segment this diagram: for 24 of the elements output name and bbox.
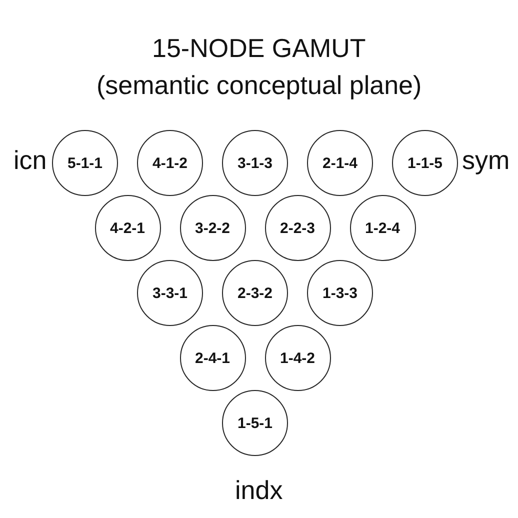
node-circle xyxy=(180,195,246,261)
node-label: 2-1-4 xyxy=(322,154,358,172)
diagram-title: 15-NODE GAMUT xyxy=(152,32,366,64)
node-label: 2-3-2 xyxy=(237,284,273,302)
node-label: 1-5-1 xyxy=(237,414,273,432)
node-circle xyxy=(180,325,246,391)
node-label: 3-2-2 xyxy=(194,220,230,236)
node-label: 1-2-4 xyxy=(364,220,400,236)
node-label: 4-1-2 xyxy=(152,154,188,172)
node-label: 3-1-3 xyxy=(237,154,273,172)
corner-label: sym xyxy=(462,144,510,176)
subtitle: (semantic conceptual plane) xyxy=(96,70,422,100)
node-label: 5-1-1 xyxy=(67,154,103,172)
corner-label: indx xyxy=(235,474,283,506)
node-circle xyxy=(264,195,330,261)
node-label: 1-1-5 xyxy=(407,154,443,172)
corner-label: icn xyxy=(14,144,47,176)
node-circle xyxy=(94,195,160,261)
node-label: 3-3-1 xyxy=(152,284,188,302)
node-label: 2-4-1 xyxy=(194,350,230,366)
node-label: 4-2-1 xyxy=(110,220,146,236)
node-label: 1-4-2 xyxy=(280,350,316,366)
node-label: 1-3-3 xyxy=(322,284,358,302)
node-label: 2-2-3 xyxy=(280,220,316,236)
